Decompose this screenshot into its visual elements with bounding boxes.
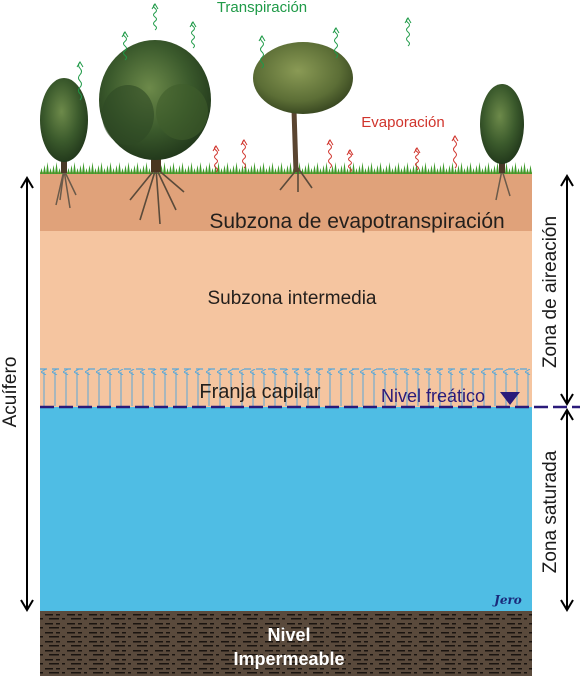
grass-blades	[40, 162, 532, 174]
evaporation-label: Evaporación	[361, 114, 444, 131]
capillary-arrows	[44, 372, 528, 406]
transpiration-arrow	[260, 35, 264, 69]
saturated-zone	[40, 407, 532, 611]
evaporation-arrows	[212, 135, 459, 173]
evaporation-arrow	[453, 135, 457, 169]
aquifer-bracket	[20, 176, 34, 612]
impermeable-label-line1: Nivel	[267, 625, 310, 645]
transpiration-arrow-head	[76, 61, 84, 68]
evaporation-arrow-head	[451, 135, 459, 142]
evapotranspiration-subzone-label: Subzona de evapotranspiración	[209, 210, 504, 233]
transpiration-arrow-head	[121, 31, 129, 38]
transpiration-arrow	[153, 3, 157, 31]
evaporation-arrow-head	[413, 147, 421, 154]
evaporation-arrow	[214, 145, 218, 173]
impermeable-label-line2: Impermeable	[233, 649, 344, 669]
aeration-zone-label: Zona de aireación	[540, 216, 561, 368]
transpiration-arrow	[406, 17, 410, 47]
evaporation-arrow-head	[326, 139, 334, 146]
saturated-zone-label: Zona saturada	[540, 450, 561, 573]
transpiration-arrow-head	[404, 17, 412, 24]
intermediate-subzone-label: Subzona intermedia	[208, 288, 377, 309]
transpiration-arrow-head	[258, 35, 266, 42]
evaporation-arrow-head	[346, 149, 354, 156]
water-table-triangle-icon	[500, 392, 520, 405]
transpiration-label: Transpiración	[217, 0, 307, 16]
tree-right-icon	[480, 84, 524, 201]
transpiration-arrow	[191, 21, 195, 49]
evaporation-arrow	[348, 149, 352, 173]
evaporation-arrow-head	[212, 145, 220, 152]
water-table-label: Nivel freático	[381, 386, 485, 406]
saturated-zone-bracket	[560, 408, 574, 612]
transpiration-arrows	[76, 3, 412, 101]
aquifer-label: Acuífero	[0, 357, 21, 428]
tree-left-icon	[40, 78, 88, 209]
tree-center-icon	[253, 42, 353, 192]
evaporation-arrow	[242, 139, 246, 169]
author-signature: Jero	[492, 593, 522, 607]
tree-large-icon	[99, 40, 211, 225]
transpiration-arrow	[123, 31, 127, 61]
transpiration-arrow-head	[332, 27, 340, 34]
evaporation-arrow	[328, 139, 332, 169]
impermeable-layer	[40, 611, 532, 676]
grass-strip	[40, 162, 532, 174]
aeration-zone-bracket	[560, 174, 574, 406]
evaporation-arrow-head	[240, 139, 248, 146]
transpiration-arrow	[78, 61, 82, 101]
transpiration-arrow-head	[189, 21, 197, 28]
evaporation-arrow	[415, 147, 419, 171]
transpiration-arrow	[334, 27, 338, 59]
transpiration-arrow-head	[151, 3, 159, 10]
capillary-fringe-label: Franja capilar	[199, 381, 321, 403]
